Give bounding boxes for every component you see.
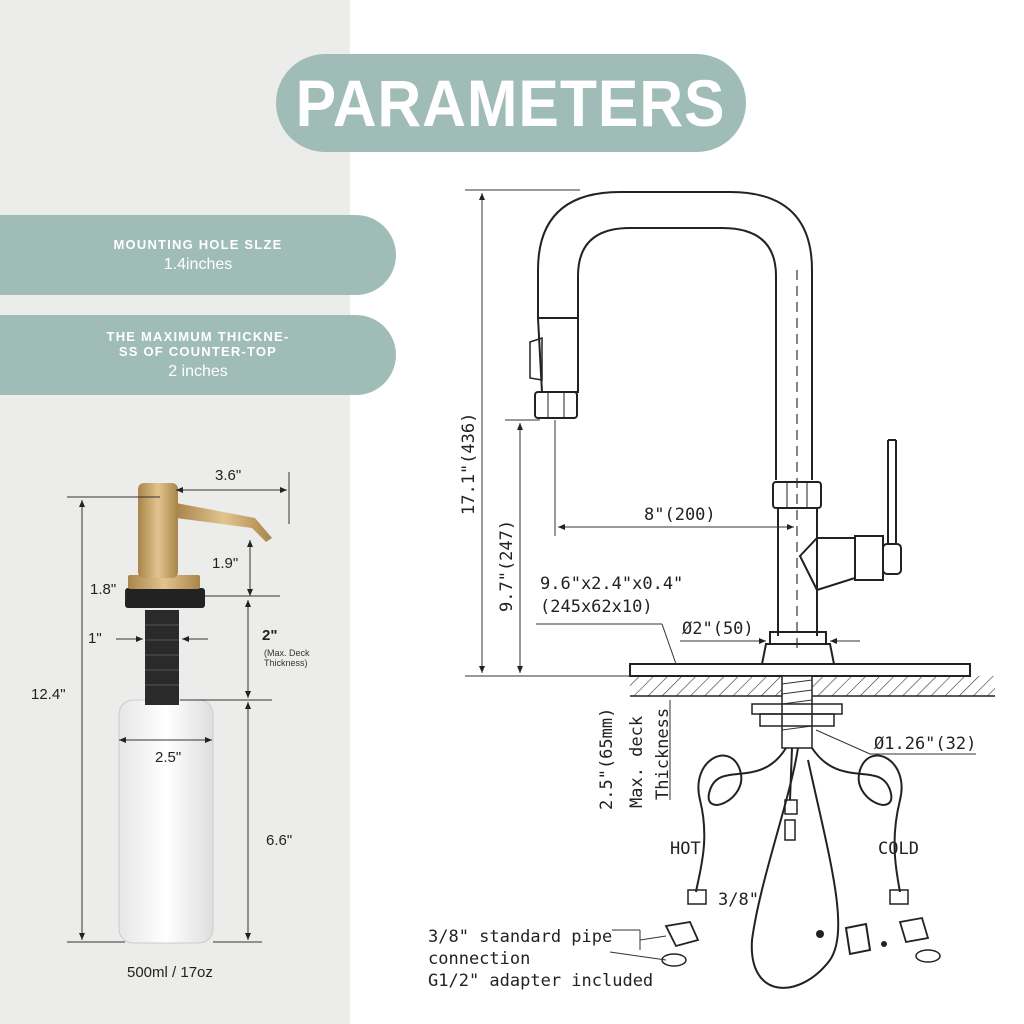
mounting-hole-value: 1.4inches	[163, 255, 233, 273]
dispenser-bottle	[118, 699, 214, 944]
dispenser-flange	[128, 575, 200, 589]
hot-hose	[695, 747, 787, 893]
spray-head	[536, 317, 579, 393]
faucet-spout	[537, 191, 813, 480]
reach-label: 8"(200)	[644, 505, 716, 525]
collar-label: 1.8"	[90, 581, 116, 598]
page-title: PARAMETERS	[296, 66, 726, 140]
hose-weight	[844, 922, 872, 956]
adapter-hot	[664, 920, 700, 948]
spray-hose	[750, 747, 840, 989]
deck-note-1: (Max. Deck	[264, 648, 310, 658]
dispenser-pump-body	[138, 483, 178, 578]
deck-thickness-label-1: 2.5"(65mm)	[597, 708, 617, 810]
bottle-height-label: 6.6"	[266, 832, 292, 849]
nozzle-drop-label: 1.9"	[212, 555, 238, 572]
mounting-hole-banner: MOUNTING HOLE SLZE 1.4inches	[0, 215, 396, 295]
plate-size-label-2: (245x62x10)	[540, 597, 653, 617]
deck-plate	[629, 663, 971, 677]
cold-label: COLD	[878, 839, 919, 859]
spout-height-label: 9.7"(247)	[497, 520, 517, 612]
faucet-handle	[798, 537, 856, 592]
base-diameter-label: Ø2"(50)	[682, 619, 754, 639]
adapter-cold	[898, 916, 930, 944]
pipe-note-3: G1/2" adapter included	[428, 971, 653, 991]
deck-thickness-label-3: Thickness	[653, 708, 673, 800]
pipe-note-2: connection	[428, 949, 530, 969]
max-thickness-banner: THE MAXIMUM THICKNE- SS OF COUNTER-TOP 2…	[0, 315, 396, 395]
faucet-height-label: 17.1"(436)	[459, 413, 479, 515]
cold-hose	[811, 747, 903, 893]
shank-label: 1"	[88, 630, 102, 647]
hole-diameter-label: Ø1.26"(32)	[874, 734, 976, 754]
dispenser-nut	[125, 588, 205, 608]
soap-dispenser: 12.4" 3.6" 1.9" 1.8" 1" 2" (Max. Deck Th…	[31, 467, 310, 981]
faucet-drawing: 17.1"(436) 9.7"(247) 8"(200) 9.6"x2.4"x0…	[428, 189, 995, 991]
hose-size-label: 3/8"	[718, 890, 759, 910]
mounting-hole-label: MOUNTING HOLE SLZE	[113, 236, 283, 252]
deck-note-2: Thickness)	[264, 658, 308, 668]
deck-thickness-label-2: Max. deck	[627, 716, 647, 808]
pipe-note-1: 3/8" standard pipe	[428, 927, 612, 947]
max-thickness-label: THE MAXIMUM THICKNE- SS OF COUNTER-TOP	[106, 329, 290, 359]
capacity-label: 500ml / 17oz	[127, 964, 213, 981]
deck-max-label: 2"	[262, 627, 277, 644]
dispenser-height-label: 12.4"	[31, 686, 66, 703]
bottle-diameter-label: 2.5"	[155, 749, 181, 766]
dispenser-shank	[145, 610, 179, 705]
dispenser-nozzle	[176, 503, 272, 542]
dispenser-width-label: 3.6"	[215, 467, 241, 484]
plate-size-label-1: 9.6"x2.4"x0.4"	[540, 574, 683, 594]
max-thickness-value: 2 inches	[168, 363, 228, 380]
title-banner: PARAMETERS	[276, 54, 746, 152]
hot-label: HOT	[670, 839, 701, 859]
